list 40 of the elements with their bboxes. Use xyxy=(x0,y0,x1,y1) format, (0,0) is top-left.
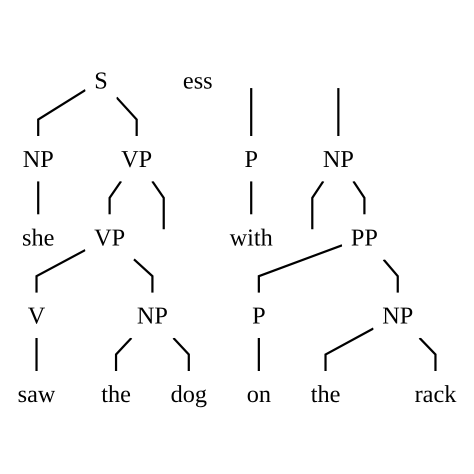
connector xyxy=(258,338,260,372)
node-text: with xyxy=(230,223,273,251)
node-text: the xyxy=(310,380,340,408)
connector xyxy=(337,88,340,136)
connector xyxy=(418,337,437,372)
connector xyxy=(311,180,324,230)
node-text: VP xyxy=(121,144,152,172)
node-text: NP xyxy=(382,302,414,330)
connector xyxy=(324,328,374,372)
node-text: ess xyxy=(182,66,213,94)
node-text: the xyxy=(101,380,131,408)
connector xyxy=(35,338,38,372)
connector xyxy=(108,180,122,214)
node-text: dog xyxy=(170,380,207,408)
node-text: PP xyxy=(350,223,378,251)
connector xyxy=(382,258,399,293)
node-text: saw xyxy=(18,380,56,408)
connector xyxy=(250,88,252,136)
connector xyxy=(172,337,190,372)
connector xyxy=(116,96,138,136)
connector xyxy=(37,181,40,214)
node-text: VP xyxy=(94,223,126,251)
connector xyxy=(114,337,132,372)
node-text: V xyxy=(28,302,46,330)
connector xyxy=(258,244,342,293)
node-text: NP xyxy=(136,302,168,330)
node-text: P xyxy=(244,144,258,172)
connector xyxy=(35,249,86,293)
connector xyxy=(250,181,252,214)
connector xyxy=(37,89,86,136)
node-text: rack xyxy=(414,380,456,408)
node-text: NP xyxy=(322,144,354,172)
node-text: S xyxy=(94,66,108,94)
connector xyxy=(133,258,154,293)
node-text: on xyxy=(246,380,271,408)
node-text: P xyxy=(252,302,266,330)
node-text: NP xyxy=(22,144,54,172)
node-text: she xyxy=(22,223,54,251)
connector xyxy=(151,180,165,230)
connector xyxy=(352,180,366,214)
